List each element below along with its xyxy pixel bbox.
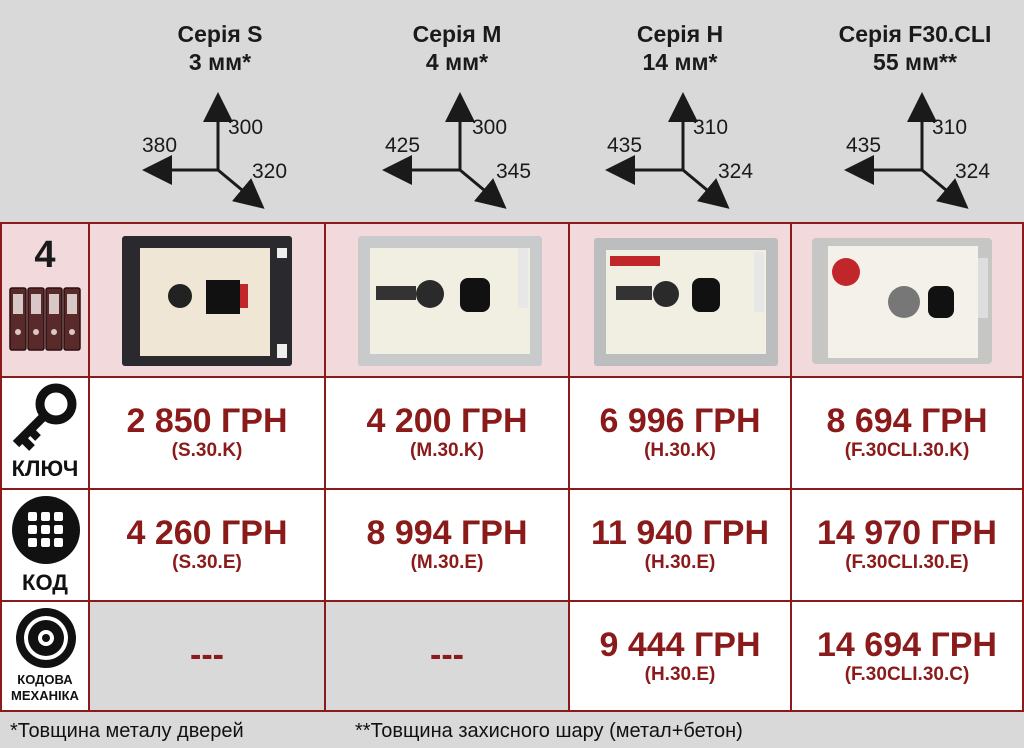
price-cell: 8 694 ГРН(F.30CLI.30.K) — [790, 376, 1024, 490]
key-row: КЛЮЧ 2 850 ГРН(S.30.K) 4 200 ГРН(M.30.K)… — [0, 376, 1024, 490]
series-thickness: 55 мм** — [873, 49, 957, 75]
price-cell: 11 940 ГРН(H.30.E) — [568, 488, 792, 602]
model-code: (F.30CLI.30.C) — [844, 664, 970, 685]
image-row: 4 — [0, 222, 1024, 378]
price-cell: 6 996 ГРН(H.30.K) — [568, 376, 792, 490]
safe-h-illustration — [594, 238, 778, 366]
dim-depth: 324 — [955, 160, 990, 183]
dimension-axes-h: 435 310 324 — [605, 92, 753, 209]
model-code: (H.30.E) — [644, 664, 716, 685]
price-table: 4 — [0, 222, 1024, 712]
price-value: 2 850 ГРН — [126, 402, 288, 440]
dial-icon — [16, 608, 76, 668]
price-cell: --- — [324, 600, 570, 712]
model-code: (H.30.K) — [644, 440, 716, 461]
footnote-metal: *Товщина металу дверей — [10, 720, 244, 742]
dim-height: 300 — [228, 116, 263, 139]
folders-count: 4 — [34, 234, 56, 276]
series-title: Серія S — [177, 21, 263, 47]
row-label: КЛЮЧ — [11, 456, 79, 481]
safe-m-illustration — [358, 236, 542, 366]
dim-depth: 320 — [252, 160, 287, 183]
row-label: КОД — [22, 570, 68, 595]
price-value: 14 694 ГРН — [817, 626, 997, 664]
series-title: Серія F30.CLI — [838, 21, 992, 47]
model-code: (S.30.K) — [171, 440, 243, 461]
series-thickness: 4 мм* — [425, 49, 489, 75]
price-cell: 2 850 ГРН(S.30.K) — [88, 376, 326, 490]
price-cell: 14 970 ГРН(F.30CLI.30.E) — [790, 488, 1024, 602]
series-header-f30: Серія F30.CLI 55 мм** — [800, 0, 1024, 222]
price-cell: 4 260 ГРН(S.30.E) — [88, 488, 326, 602]
footnote-layer: **Товщина захисного шару (метал+бетон) — [355, 720, 743, 742]
safe-image-s — [88, 222, 326, 378]
price-value: 8 994 ГРН — [366, 514, 528, 552]
binder-folders-icon — [9, 287, 81, 351]
folders-cell: 4 — [0, 222, 90, 378]
dim-height: 310 — [693, 116, 728, 139]
model-code: (M.30.E) — [410, 552, 484, 573]
row-label: КОДОВА МЕХАНІКА — [11, 672, 79, 703]
key-label-cell: КЛЮЧ — [0, 376, 90, 490]
model-code: (F.30CLI.30.K) — [844, 440, 970, 461]
dim-width: 380 — [142, 134, 177, 157]
dim-width: 435 — [846, 134, 881, 157]
price-value: 9 444 ГРН — [599, 626, 761, 664]
safe-image-h — [568, 222, 792, 378]
dimension-axes-f30: 435 310 324 — [844, 92, 990, 209]
code-label-cell: КОД — [0, 488, 90, 602]
model-code: (F.30CLI.30.E) — [845, 552, 969, 573]
series-header-m: Серія M 4 мм* — [357, 0, 557, 222]
dimension-axes-s: 380 300 320 — [142, 92, 287, 209]
dimension-axes-m: 425 300 345 — [382, 92, 531, 209]
dim-depth: 324 — [718, 160, 753, 183]
model-code: (S.30.E) — [172, 552, 242, 573]
price-cell: --- — [88, 600, 326, 712]
model-code: (H.30.E) — [644, 552, 716, 573]
dim-width: 425 — [385, 134, 420, 157]
safe-image-m — [324, 222, 570, 378]
price-value: 6 996 ГРН — [599, 402, 761, 440]
not-available: --- — [430, 636, 464, 674]
dim-height: 310 — [932, 116, 967, 139]
price-value: 11 940 ГРН — [590, 514, 770, 552]
mechanical-code-row: КОДОВА МЕХАНІКА --- --- 9 444 ГРН(H.30.E… — [0, 600, 1024, 712]
price-value: 4 200 ГРН — [366, 402, 528, 440]
safe-s-illustration — [122, 236, 292, 366]
not-available: --- — [190, 636, 224, 674]
mechanical-label-cell: КОДОВА МЕХАНІКА — [0, 600, 90, 712]
dimension-arrows: 380 300 320 425 300 345 435 310 324 435 … — [142, 92, 990, 209]
code-row: КОД 4 260 ГРН(S.30.E) 8 994 ГРН(M.30.E) … — [0, 488, 1024, 602]
price-cell: 4 200 ГРН(M.30.K) — [324, 376, 570, 490]
series-title: Серія M — [412, 21, 502, 47]
series-header-s: Серія S 3 мм* — [120, 0, 320, 222]
price-value: 4 260 ГРН — [126, 514, 288, 552]
dim-width: 435 — [607, 134, 642, 157]
safe-f30-illustration — [812, 238, 992, 364]
dim-depth: 345 — [496, 160, 531, 183]
series-thickness: 3 мм* — [188, 49, 252, 75]
series-thickness: 14 мм* — [642, 49, 718, 75]
keypad-icon — [12, 496, 80, 564]
dim-height: 300 — [472, 116, 507, 139]
model-code: (M.30.K) — [410, 440, 484, 461]
key-icon — [12, 383, 77, 451]
price-cell: 14 694 ГРН(F.30CLI.30.C) — [790, 600, 1024, 712]
series-title: Серія H — [636, 21, 724, 47]
price-value: 14 970 ГРН — [817, 514, 997, 552]
price-value: 8 694 ГРН — [826, 402, 988, 440]
price-cell: 9 444 ГРН(H.30.E) — [568, 600, 792, 712]
price-cell: 8 994 ГРН(M.30.E) — [324, 488, 570, 602]
safe-image-f30 — [790, 222, 1024, 378]
series-header-h: Серія H 14 мм* — [580, 0, 780, 222]
